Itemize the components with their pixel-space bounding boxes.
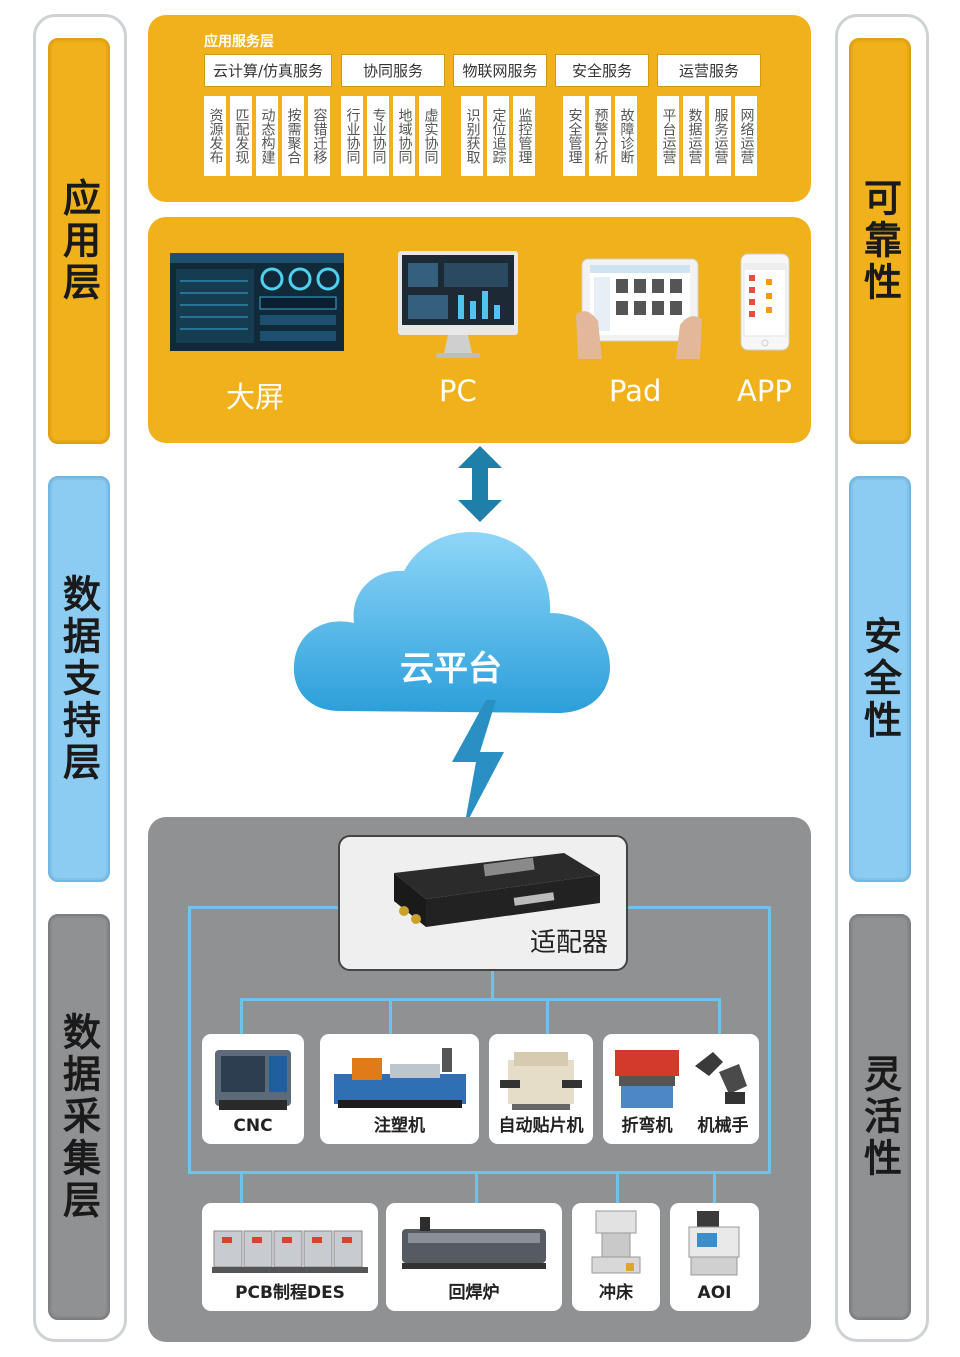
aoi-machine-icon: [688, 1211, 740, 1276]
data-collection-panel: 适配器 CNC 注塑机 自动贴片机: [148, 817, 811, 1342]
machine-card-cnc: CNC: [202, 1034, 304, 1144]
connector-line: [188, 906, 338, 909]
service-item: 按需聚合: [282, 96, 304, 176]
adapter-box: 适配器: [338, 835, 628, 971]
machine-label-bending: 折弯机: [621, 1116, 673, 1136]
device-pc-label: PC: [439, 374, 477, 408]
machine-label-reflow: 回焊炉: [448, 1283, 500, 1303]
machine-label-cnc: CNC: [233, 1116, 273, 1136]
machine-card-punch: 冲床: [572, 1203, 660, 1311]
connector-line: [240, 998, 720, 1001]
smt-machine-icon: [500, 1052, 582, 1110]
connector-line: [389, 998, 392, 1034]
data-collection-layer-label: 数据采集层: [48, 914, 110, 1320]
machine-card-pcb: PCB制程DES: [202, 1203, 378, 1311]
service-item: 地域协同: [393, 96, 415, 176]
security-label: 安全性: [849, 476, 911, 882]
robot-arm-icon: [695, 1052, 747, 1104]
adapter-label: 适配器: [529, 928, 608, 958]
connector-line: [616, 1171, 619, 1203]
pcb-line-icon: [212, 1230, 368, 1273]
machine-label-pcb: PCB制程DES: [235, 1283, 345, 1303]
service-item: 预警分析: [589, 96, 611, 176]
machine-label-robot: 机械手: [697, 1116, 749, 1136]
service-layer-panel: 应用服务层 云计算/仿真服务 协同服务 物联网服务 安全服务 运营服务 资源发布…: [148, 15, 811, 202]
service-layer-title: 应用服务层: [204, 34, 274, 50]
service-group-security: 安全服务: [555, 54, 649, 87]
service-group-operation: 运营服务: [657, 54, 761, 87]
service-item: 资源发布: [204, 96, 226, 176]
app-image: [740, 253, 790, 351]
reliability-label: 可靠性: [849, 38, 911, 444]
lightning-icon: [446, 700, 510, 828]
service-item: 网络运营: [735, 96, 757, 176]
device-big-screen-label: 大屏: [226, 380, 285, 414]
service-item: 容错迁移: [308, 96, 330, 176]
cnc-machine-icon: [215, 1050, 291, 1110]
connector-line: [240, 1171, 243, 1203]
devices-panel: 大屏 PC: [148, 217, 811, 443]
cloud-platform-icon: 云平台: [288, 523, 614, 723]
machine-card-reflow: 回焊炉: [386, 1203, 562, 1311]
service-item: 识别获取: [461, 96, 483, 176]
reflow-oven-icon: [402, 1217, 546, 1269]
connector-line: [188, 1171, 771, 1174]
connector-line: [768, 906, 771, 1173]
cloud-platform-label: 云平台: [400, 649, 502, 689]
service-item: 虚实协同: [419, 96, 441, 176]
connector-line: [546, 998, 549, 1034]
machine-card-aoi: AOI: [670, 1203, 759, 1311]
device-pad-label: Pad: [609, 374, 662, 408]
injection-molding-icon: [334, 1048, 466, 1108]
machine-card-bending-robot: 折弯机 机械手: [603, 1034, 759, 1144]
connector-line: [491, 967, 494, 999]
service-item: 故障诊断: [615, 96, 637, 176]
application-layer-label: 应用层: [48, 38, 110, 444]
service-group-cloud: 云计算/仿真服务: [204, 54, 332, 87]
big-screen-image: [170, 253, 344, 351]
connector-line: [718, 998, 721, 1034]
double-arrow-icon: [456, 446, 504, 522]
adapter-device-icon: [394, 853, 600, 927]
flexibility-label: 灵活性: [849, 914, 911, 1320]
machine-label-punch: 冲床: [599, 1283, 633, 1303]
connector-line: [240, 998, 243, 1034]
service-item: 平台运营: [657, 96, 679, 176]
device-app-label: APP: [737, 374, 792, 408]
connector-line: [188, 906, 191, 1173]
service-item: 行业协同: [341, 96, 363, 176]
service-item: 定位追踪: [487, 96, 509, 176]
machine-card-injection: 注塑机: [320, 1034, 479, 1144]
pc-image: [398, 251, 518, 361]
service-item: 安全管理: [563, 96, 585, 176]
press-brake-icon: [615, 1050, 679, 1108]
service-group-iot: 物联网服务: [453, 54, 547, 87]
service-group-collaboration: 协同服务: [341, 54, 445, 87]
service-item: 动态构建: [256, 96, 278, 176]
pad-image: [576, 255, 702, 359]
connector-line: [475, 1171, 478, 1203]
service-item: 数据运营: [683, 96, 705, 176]
machine-label-injection: 注塑机: [374, 1116, 425, 1136]
data-support-layer-label: 数据支持层: [48, 476, 110, 882]
machine-card-smt: 自动贴片机: [489, 1034, 593, 1144]
punch-press-icon: [591, 1210, 641, 1274]
machine-label-smt: 自动贴片机: [498, 1116, 584, 1136]
machine-label-aoi: AOI: [697, 1283, 732, 1303]
connector-line: [626, 906, 770, 909]
service-item: 专业协同: [367, 96, 389, 176]
service-item: 服务运营: [709, 96, 731, 176]
service-item: 匹配发现: [230, 96, 252, 176]
connector-line: [713, 1171, 716, 1203]
service-item: 监控管理: [513, 96, 535, 176]
